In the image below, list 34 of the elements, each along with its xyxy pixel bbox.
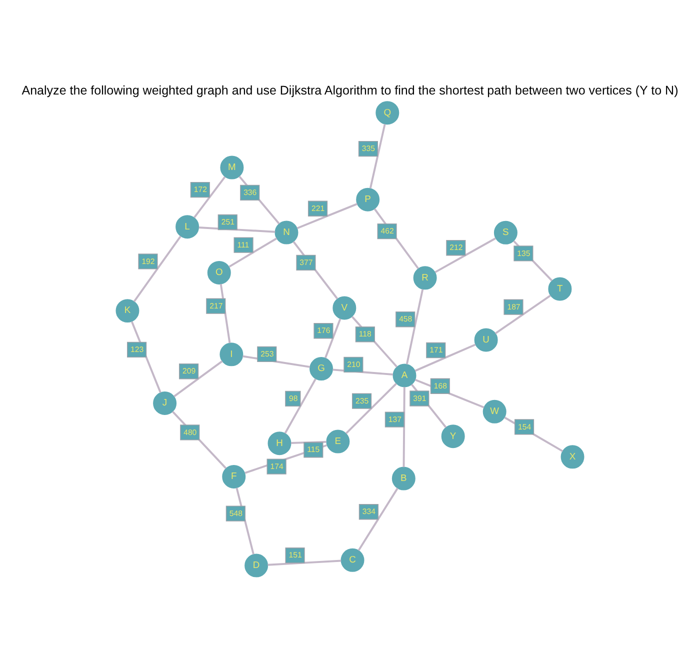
edge-label: 137 xyxy=(388,414,402,424)
edge-label: 251 xyxy=(221,217,234,226)
edge-label: 253 xyxy=(260,349,274,358)
edge-label: 135 xyxy=(517,248,530,258)
edge-label: 548 xyxy=(229,508,242,518)
edge-label: 118 xyxy=(358,329,372,338)
edge-label: 111 xyxy=(237,240,250,249)
edge-label: 123 xyxy=(130,344,144,354)
edge-label: 187 xyxy=(507,302,520,311)
edge-label: 209 xyxy=(182,366,196,376)
edge-label: 336 xyxy=(244,188,257,196)
edge-label: 172 xyxy=(194,184,207,194)
edge-label: 334 xyxy=(362,506,376,516)
edge-label: 462 xyxy=(380,226,394,236)
edge-label: 168 xyxy=(434,380,447,390)
edge-label: 221 xyxy=(311,203,325,212)
edge-label: 115 xyxy=(307,444,320,454)
edge-label: 391 xyxy=(413,393,426,402)
edge-label: 171 xyxy=(430,345,443,354)
edge-label: 154 xyxy=(518,422,532,431)
edge-label: 176 xyxy=(317,326,330,335)
edge-label: 212 xyxy=(450,242,463,252)
diagram-title: Analyze the following weighted graph and use Dijkstra Algorithm to find the shortest path between two vertices (Y to N) xyxy=(22,82,678,97)
edge-label: 174 xyxy=(270,461,284,470)
edge-label: 235 xyxy=(356,396,369,405)
edge-label: 151 xyxy=(288,550,302,560)
edge-label: 98 xyxy=(289,394,298,403)
edge-label: 192 xyxy=(142,256,155,266)
edge-label: 217 xyxy=(210,300,223,310)
edge-label: 210 xyxy=(347,360,360,369)
edge-label: 458 xyxy=(399,314,412,324)
edge-label: 480 xyxy=(184,427,197,436)
edge-label: 335 xyxy=(362,144,376,153)
edge-label: 377 xyxy=(300,258,313,267)
